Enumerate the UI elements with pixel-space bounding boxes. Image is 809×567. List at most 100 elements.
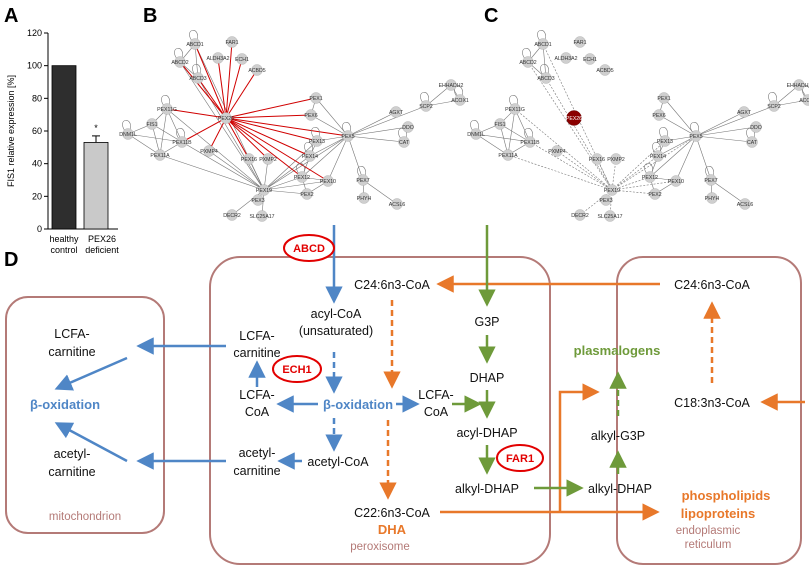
network-edge [773,99,809,107]
network-node [705,174,717,186]
network-edge [527,61,613,191]
self-loop [768,92,777,104]
network-edge [611,135,697,191]
network-node-label: FIS1 [147,122,158,128]
network-node-label: PEX10 [668,179,684,185]
network-node [311,135,323,147]
pex26-edge [208,117,227,152]
network-node-label: EHHADH2 [439,83,464,89]
pex26-edge [166,108,227,119]
network-node [540,72,552,84]
network-node-label: PEX11A [498,153,518,159]
network-node-label: FAR1 [226,40,239,46]
self-loop [192,64,201,76]
self-loop [357,166,366,178]
network-node [146,118,158,130]
network-edge [263,140,318,191]
network-node-label: FAR1 [574,40,587,46]
perox-dhap: DHAP [470,371,505,385]
pex26-edge [225,117,303,178]
er-label-line1: endoplasmic [676,525,741,537]
perox-acetyl-carnitine-2: carnitine [233,464,280,478]
er-lipoproteins: lipoproteins [681,506,755,521]
perox-lcfa-coa-right-1: LCFA- [418,388,453,402]
network-edge [649,135,697,178]
network-node [522,56,534,68]
network-node [192,72,204,84]
network-node-label: PEX11G [157,107,177,113]
network-node-label: ECH1 [235,57,249,63]
peroxisome-label: peroxisome [350,541,409,553]
network-node-label: PEX12 [642,175,658,181]
network-node-label: ABCD3 [537,76,554,82]
perox-acyl-dhap: acyl-DHAP [456,426,517,440]
er-plasmalogens: plasmalogens [574,343,661,358]
self-loop [537,30,546,42]
network-node-label: PEX19 [256,188,272,194]
network-edge [663,97,697,137]
network-edge [507,108,516,156]
perox-acetyl-coa: acetyl-CoA [307,455,369,469]
x-tick-label: control [50,245,77,255]
pex26-edge [197,77,227,119]
network-node [659,135,671,147]
network-node [591,153,603,165]
network-node [262,153,274,165]
perox-lcfa-coa-1: LCFA- [239,388,274,402]
network-node [342,130,354,142]
network-node-label: SCP2 [767,104,781,110]
network-node-label: PEX16 [241,157,257,163]
network-node [226,209,238,221]
network-node-label: PEX11B [520,140,540,146]
network-edge [315,97,349,137]
network-node-label: DDO [402,125,414,131]
self-loop [802,86,809,98]
network-edge [159,154,265,191]
network-edge [159,108,168,156]
bar [83,142,109,230]
perox-acetyl-carnitine-1: acetyl- [239,446,276,460]
self-loop [705,166,714,178]
network-node-label: ABCD3 [189,76,206,82]
y-tick-label: 60 [32,126,42,136]
self-loop [470,120,479,132]
network-node-label: ABCD1 [186,42,203,48]
perox-g3p: G3P [474,315,499,329]
mito-lcfa-carnitine-2: carnitine [48,345,95,359]
network-node [658,92,670,104]
network-edge [181,141,265,191]
network-node [391,198,403,210]
perox-c22: C22:6n3-CoA [354,506,430,520]
bar [51,65,77,230]
network-node [226,36,238,48]
network-node [746,136,758,148]
pex26-edge [225,117,318,142]
network-edge [263,135,349,191]
network-node-label: PEX11A [150,153,170,159]
network-edge [309,135,349,157]
network-node-label: PEX6 [304,113,317,119]
network-node [243,153,255,165]
pex26-edge [217,57,227,119]
network-edge [151,123,183,143]
network-node-label: PEX2 [300,192,313,198]
network-node [584,53,596,65]
network-node-label: PEX6 [652,113,665,119]
network-node-label: ACBD5 [248,68,265,74]
self-loop [454,86,463,98]
network-edge [347,135,364,181]
network-edge [675,135,697,182]
network-node [750,121,762,133]
network-node-label: DECR2 [571,213,589,219]
network-edge [475,133,531,143]
pex26-edge [225,117,269,160]
er-alkyl-g3p: alkyl-G3P [591,429,645,443]
er-phospholipids: phospholipids [682,488,771,503]
network-node-label: PEX14 [650,154,666,160]
network-edge [658,114,697,137]
perox-lcfa-coa-2: CoA [245,405,270,419]
perox-c24: C24:6n3-CoA [354,278,430,292]
network-node [524,136,536,148]
network-edge [596,158,613,191]
